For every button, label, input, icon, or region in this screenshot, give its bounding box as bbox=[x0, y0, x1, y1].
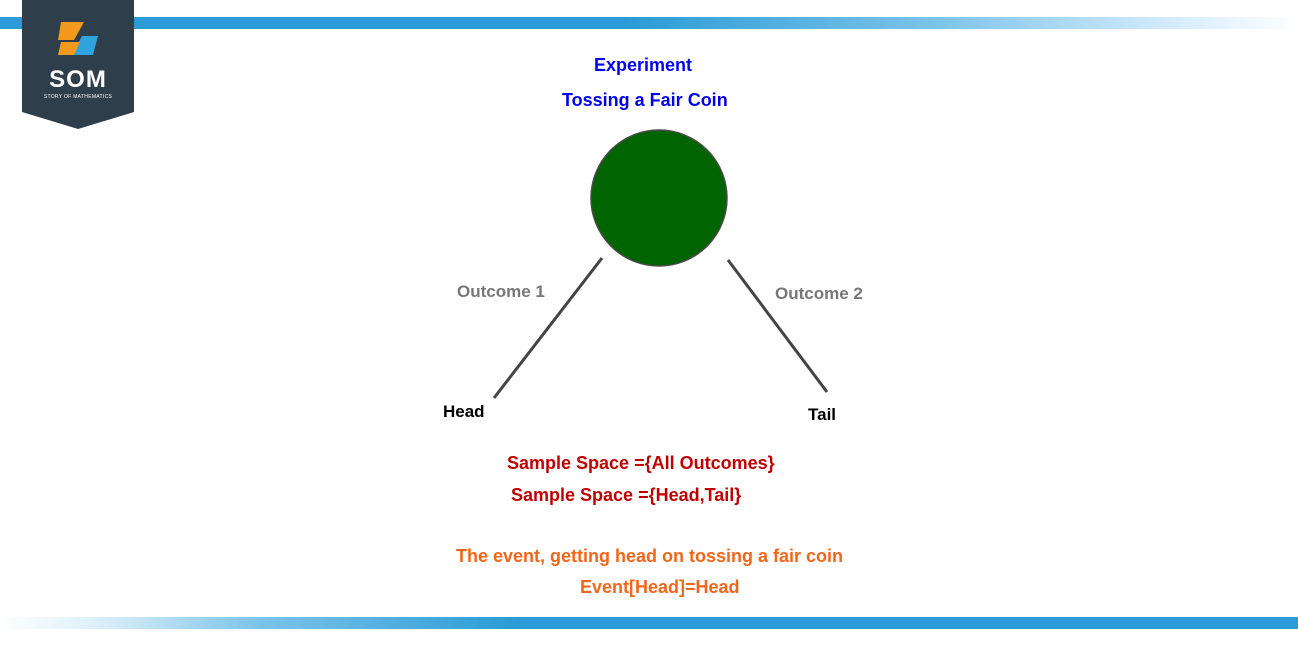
top-accent-band bbox=[0, 17, 1298, 29]
logo-subtext: STORY OF MATHEMATICS bbox=[43, 94, 113, 100]
som-logo: SOM STORY OF MATHEMATICS bbox=[22, 0, 134, 130]
event-formula: Event[Head]=Head bbox=[580, 577, 740, 597]
outcome-2-result: Tail bbox=[808, 405, 837, 424]
outcome-1-label: Outcome 1 bbox=[457, 282, 545, 301]
experiment-name: Tossing a Fair Coin bbox=[562, 90, 728, 110]
bottom-accent-band bbox=[0, 617, 1298, 629]
outcome-1-branch bbox=[492, 257, 604, 399]
coin-circle bbox=[590, 129, 728, 267]
outcome-2-branch bbox=[726, 259, 829, 393]
logo-badge-icon bbox=[22, 0, 134, 129]
sample-space-set: Sample Space ={Head,Tail} bbox=[511, 485, 742, 505]
event-description: The event, getting head on tossing a fai… bbox=[456, 546, 844, 566]
logo-text: SOM bbox=[49, 66, 107, 93]
outcome-2-label: Outcome 2 bbox=[775, 284, 863, 303]
outcome-1-result: Head bbox=[443, 402, 485, 421]
sample-space-definition: Sample Space ={All Outcomes} bbox=[507, 453, 775, 473]
experiment-heading: Experiment bbox=[594, 55, 693, 75]
